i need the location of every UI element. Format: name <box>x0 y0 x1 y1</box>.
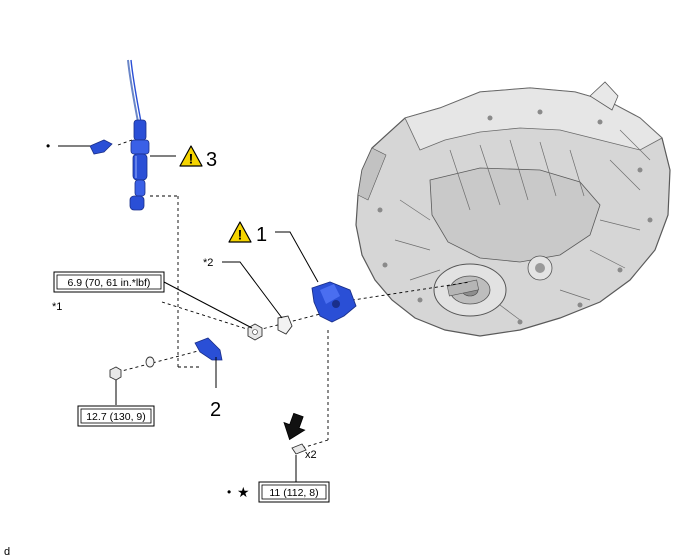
torque-box-bracket-bolts: 11 (112, 8) <box>258 481 330 503</box>
note-label-2: *2 <box>203 257 213 269</box>
leader-lines <box>58 145 319 482</box>
bullet-dot: • <box>227 485 231 499</box>
cable-bracket <box>194 337 223 361</box>
clip-star2 <box>277 315 293 335</box>
torque-bracket-bolts: 11 (112, 8) <box>269 487 318 499</box>
svg-text:!: ! <box>189 151 194 167</box>
bullet-dot: • <box>46 139 50 153</box>
callout-3: 3 <box>206 149 217 171</box>
svg-text:!: ! <box>238 227 243 243</box>
control-lever <box>311 281 357 323</box>
torque-cable-nut: 6.9 (70, 61 in.*lbf) <box>68 277 151 289</box>
transmission-assembly <box>355 81 671 337</box>
star-symbol: ★ <box>237 484 250 500</box>
nut-bracket <box>109 366 122 381</box>
nut-cable <box>247 323 263 341</box>
torque-box-bracket-nut: 12.7 (130, 9) <box>77 405 155 427</box>
bolt <box>291 443 307 455</box>
note-label-1: *1 <box>52 301 62 313</box>
torque-bracket-nut: 12.7 (130, 9) <box>86 411 146 423</box>
washer <box>145 356 155 368</box>
warning-icon: ! <box>179 145 203 167</box>
warning-icon: ! <box>228 221 252 243</box>
corner-code: d <box>4 546 10 558</box>
callout-2: 2 <box>210 399 221 421</box>
torque-box-cable-nut: 6.9 (70, 61 in.*lbf) <box>53 271 165 293</box>
shift-cable <box>127 59 150 211</box>
callout-1: 1 <box>256 224 267 246</box>
quantity-label: x2 <box>305 449 317 461</box>
arrow-down-icon <box>283 412 306 441</box>
cable-clip <box>89 139 113 155</box>
